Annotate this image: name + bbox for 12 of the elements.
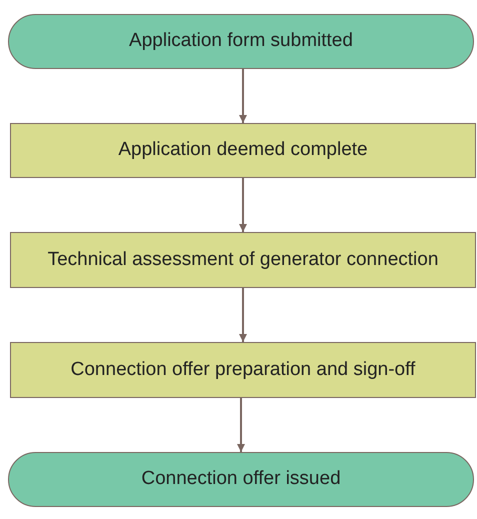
node-label: Connection offer issued	[141, 468, 341, 491]
process-box	[10, 123, 476, 178]
arrow	[239, 288, 247, 342]
arrow	[237, 398, 245, 452]
process-box	[10, 232, 476, 288]
node-label: Application form submitted	[129, 30, 353, 53]
arrow	[239, 69, 247, 123]
node-label: Connection offer preparation and sign-off	[70, 358, 416, 382]
node-label: Technical assessment of generator connection	[48, 248, 438, 272]
node-label: Application deemed complete	[118, 139, 368, 162]
process-box	[10, 342, 476, 398]
arrow	[239, 178, 247, 232]
